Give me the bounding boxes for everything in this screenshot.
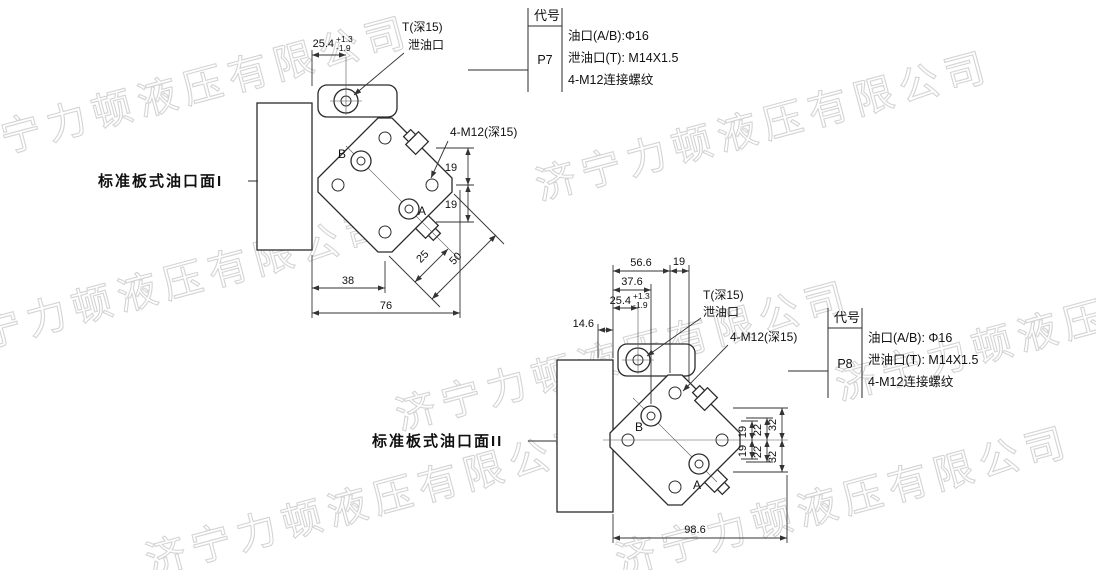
- face1-dim-19-lower: 19: [445, 199, 457, 211]
- leader-line: [646, 317, 702, 357]
- face2-dimensions: 56.6 19 37.6 25.4 +1.3 -1.9 14.6 T(深15) …: [573, 256, 797, 543]
- plug-cap: [691, 384, 706, 399]
- face2-table-header: 代号: [834, 310, 860, 325]
- plug-cap: [402, 128, 417, 143]
- face2-dim-56-6: 56.6: [630, 257, 651, 269]
- watermark-text: 济宁力顿液压有限公司: [0, 205, 396, 369]
- face1-m12-hole: [378, 131, 392, 145]
- leader-line: [353, 52, 405, 96]
- face2-m12-hole: [668, 480, 682, 494]
- face1-m12-label: 4-M12(深15): [450, 125, 517, 139]
- face2-dim-19-lower: 19: [737, 445, 749, 457]
- face2-dim-19-upper: 19: [737, 426, 749, 438]
- face2-dim-32-lower: 32: [767, 451, 779, 463]
- face1-drain-label: 泄油口: [408, 38, 444, 52]
- ext-line: [388, 255, 441, 308]
- face2-code: P8: [837, 357, 852, 371]
- face2-spec-row2: 泄油口(T): M14X1.5: [868, 353, 978, 367]
- face1-port-b-label: B: [338, 147, 346, 161]
- face1-title: 标准板式油口面I: [97, 172, 223, 190]
- face2-dim-32-upper: 32: [767, 419, 779, 431]
- face2-dim-22-upper: 22: [752, 424, 764, 436]
- face2-side-plug-top: [691, 384, 719, 412]
- face1-dim-25-4: 25.4: [313, 38, 334, 50]
- dim-line: [431, 234, 497, 300]
- face1-dim-19-upper: 19: [445, 162, 457, 174]
- leader-line: [682, 344, 729, 392]
- face2-port-b-label: B: [635, 420, 643, 434]
- face1-dim-50: 50: [447, 250, 464, 267]
- face1-m12-hole: [378, 225, 392, 239]
- face1-spec-row1: 油口(A/B):Φ16: [568, 29, 649, 43]
- face2-t-port-label: T(深15): [703, 288, 744, 302]
- face1-spec-row3: 4-M12连接螺纹: [568, 72, 654, 87]
- face2-port-a: [688, 453, 710, 475]
- face2-dim-98-6: 98.6: [684, 524, 705, 536]
- face1-code: P7: [537, 53, 552, 67]
- plug-cap: [716, 481, 731, 496]
- face2-spec-row3: 4-M12连接螺纹: [868, 374, 954, 389]
- face1-dim-25-4-tol-dn: -1.9: [336, 43, 351, 53]
- face1-port-a-label: A: [418, 204, 426, 218]
- leader-line: [430, 140, 449, 179]
- watermark-text: 济宁力顿液压有限公司: [531, 45, 996, 209]
- face1-code-table: 代号 P7 油口(A/B):Φ16 泄油口(T): M14X1.5 4-M12连…: [468, 8, 678, 92]
- face2-dim-25-4-tol-up: +1.3: [633, 291, 650, 301]
- face1-dim-38: 38: [342, 275, 354, 287]
- face1-m12-hole: [331, 178, 345, 192]
- face1-port-a-inner: [404, 204, 414, 214]
- face2-code-table: 代号 P8 油口(A/B): Φ16 泄油口(T): M14X1.5 4-M12…: [788, 308, 978, 398]
- face2-port-a-label: A: [693, 478, 701, 492]
- face1-drawing: B A: [256, 57, 461, 261]
- ext-line: [453, 193, 505, 245]
- face1-spec-row2: 泄油口(T): M14X1.5: [568, 51, 678, 65]
- face2-dim-25-4: 25.4: [610, 295, 631, 307]
- face2-m12-hole: [668, 386, 682, 400]
- face2-drain-label: 泄油口: [703, 305, 739, 319]
- face1-dimensions: 25.4 +1.3 -1.9 T(深15) 泄油口 4-M12(深15) 19 …: [311, 20, 517, 318]
- face1-motor-body: [256, 102, 313, 251]
- face1-m12-hole: [425, 178, 439, 192]
- watermark-layer: 济宁力顿液压有限公司 济宁力顿液压有限公司 济宁力顿液压有限公司 济宁力顿液压有…: [0, 9, 1096, 570]
- face2-dim-25-4-tol-dn: -1.9: [633, 300, 648, 310]
- face1-port-b-inner: [356, 156, 366, 166]
- face1-dim-25: 25: [414, 248, 431, 265]
- face1-port-a: [398, 198, 420, 220]
- face2-dim-19-top: 19: [673, 256, 685, 268]
- face2-title: 标准板式油口面II: [371, 432, 503, 450]
- face2-dim-14-6: 14.6: [573, 318, 594, 330]
- face2-motor-body: [556, 359, 614, 513]
- face1-table-header: 代号: [534, 8, 560, 23]
- face2-drawing: B A: [556, 304, 788, 513]
- face2-port-b-inner: [646, 411, 656, 421]
- face1-side-plug-top: [402, 128, 430, 156]
- face1-dim-76: 76: [380, 300, 392, 312]
- face2-port-a-inner: [694, 459, 704, 469]
- face1-port-b: [350, 150, 372, 172]
- face2-port-b: [640, 405, 662, 427]
- face1-t-port-label: T(深15): [402, 20, 443, 34]
- face2-dim-37-6: 37.6: [621, 276, 642, 288]
- face2-spec-row1: 油口(A/B): Φ16: [868, 331, 952, 345]
- face2-m12-label: 4-M12(深15): [730, 330, 797, 344]
- face1-dim-25-4-tol-up: +1.3: [336, 34, 353, 44]
- face2-dim-22-lower: 22: [752, 446, 764, 458]
